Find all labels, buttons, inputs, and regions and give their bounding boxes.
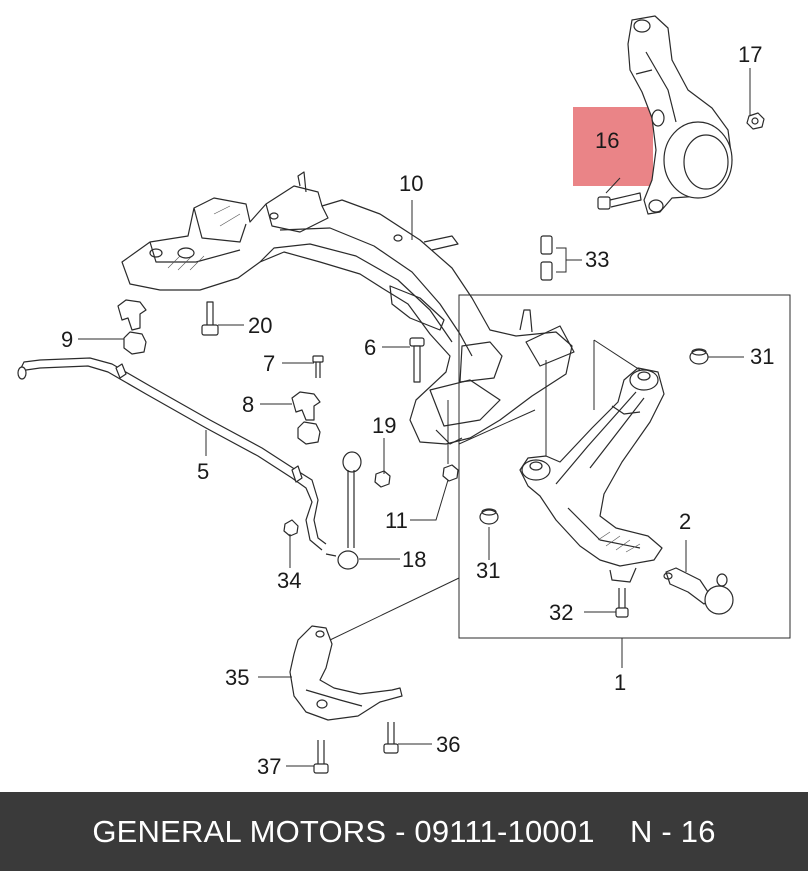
brand-name: GENERAL MOTORS xyxy=(92,813,387,849)
callout-19: 19 xyxy=(372,413,396,438)
pins-33 xyxy=(540,235,553,281)
bracket-35 xyxy=(289,625,403,721)
spacer xyxy=(595,814,630,850)
nut-19 xyxy=(374,470,391,488)
part-number: 09111-10001 xyxy=(414,813,595,849)
ball-joint-2 xyxy=(663,567,734,615)
leader-lines xyxy=(78,68,751,767)
nut-17 xyxy=(746,112,765,130)
crossmember xyxy=(121,171,575,445)
callout-20: 20 xyxy=(248,313,272,338)
stabilizer-link xyxy=(325,451,362,570)
callout-10: 10 xyxy=(399,171,423,196)
callout-17: 17 xyxy=(738,42,762,67)
callout-6: 6 xyxy=(364,335,376,360)
callout-labels: 1 2 5 6 7 8 9 10 11 16 17 18 19 20 31 31… xyxy=(61,42,774,779)
callout-16: 16 xyxy=(595,128,619,153)
separator: - xyxy=(386,813,415,849)
bolt-20 xyxy=(201,301,219,336)
bolt-32 xyxy=(615,588,629,618)
bolt-16 xyxy=(597,192,642,210)
bushing-31a xyxy=(689,348,709,365)
callout-9: 9 xyxy=(61,327,73,352)
callout-31b: 31 xyxy=(476,558,500,583)
callout-1: 1 xyxy=(614,670,626,695)
bolt-7 xyxy=(312,355,324,378)
callout-18: 18 xyxy=(402,547,426,572)
callout-35: 35 xyxy=(225,665,249,690)
bushing-bracket-9 xyxy=(117,299,147,355)
diagram-reference: N - 16 xyxy=(630,813,716,849)
lower-control-arm xyxy=(519,367,665,583)
callout-7: 7 xyxy=(263,351,275,376)
bolt-36 xyxy=(383,722,399,754)
callout-5: 5 xyxy=(197,459,209,484)
callout-32: 32 xyxy=(549,600,573,625)
callout-8: 8 xyxy=(242,392,254,417)
bushing-bracket-8 xyxy=(291,391,321,445)
callout-37: 37 xyxy=(257,754,281,779)
lower-arm-group-box xyxy=(458,294,791,639)
bushing-31b xyxy=(479,508,499,525)
callout-11: 11 xyxy=(385,508,408,533)
steering-knuckle xyxy=(627,15,733,215)
callout-36: 36 xyxy=(436,732,460,757)
highlight-box-part-16 xyxy=(573,107,653,186)
callout-33: 33 xyxy=(585,247,609,272)
bolt-6 xyxy=(409,337,425,383)
stabilizer-bar xyxy=(17,357,327,551)
caption-bar: GENERAL MOTORS - 09111-10001 N - 16 xyxy=(0,792,808,871)
callout-34: 34 xyxy=(277,568,301,593)
nut-11 xyxy=(442,464,459,482)
callout-2: 2 xyxy=(679,509,691,534)
nut-34 xyxy=(283,519,299,537)
exploded-parts-diagram: 1 2 5 6 7 8 9 10 11 16 17 18 19 20 31 31… xyxy=(17,15,791,779)
callout-31a: 31 xyxy=(750,344,774,369)
bolt-37 xyxy=(313,740,329,774)
